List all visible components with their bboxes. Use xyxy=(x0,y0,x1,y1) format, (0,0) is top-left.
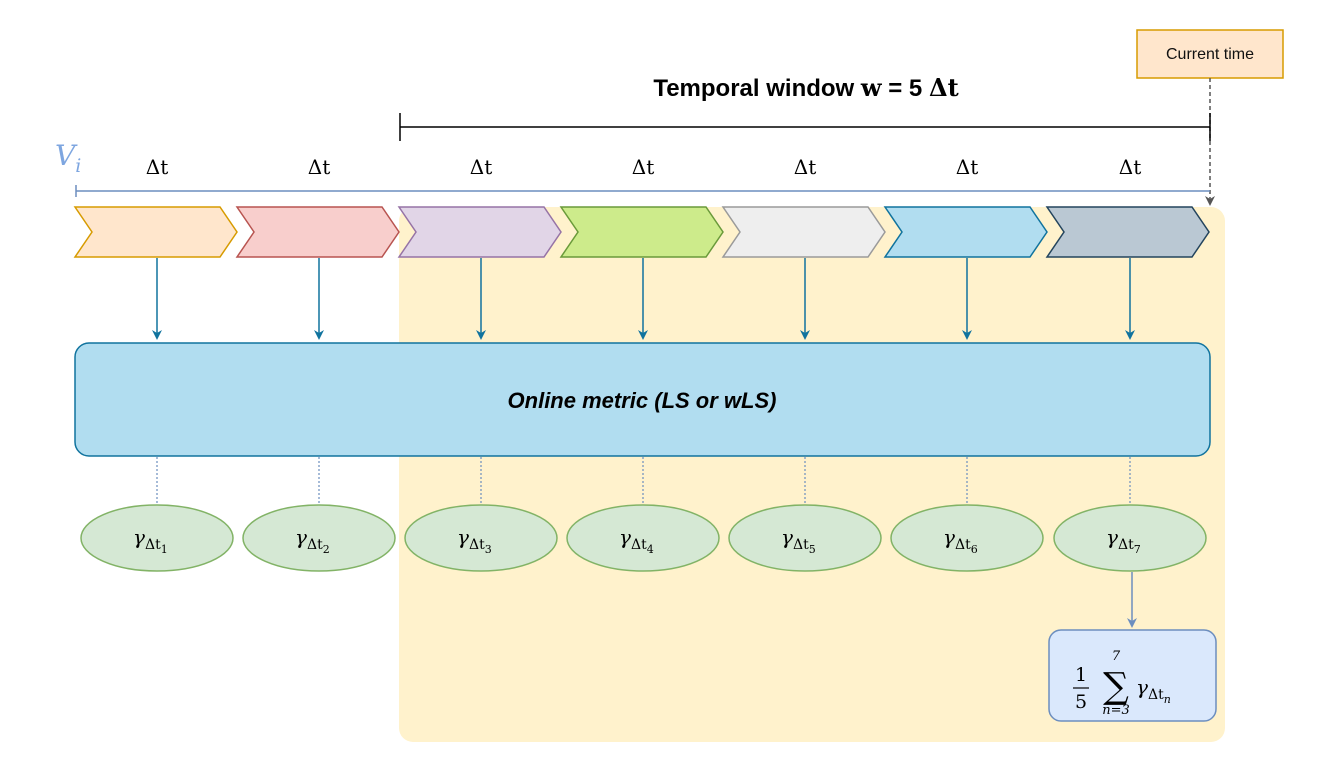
gamma-ellipse xyxy=(242,504,396,572)
time-segment-5 xyxy=(721,206,886,258)
current-time-label: Current time xyxy=(1166,46,1254,63)
segment-arrows xyxy=(152,258,1135,340)
gamma-label: γΔt3 xyxy=(457,525,492,556)
time-segment-6 xyxy=(883,206,1048,258)
step-label: Δt xyxy=(1119,155,1141,179)
gamma-ellipse xyxy=(890,504,1044,572)
formula-lower-limit: n=3 xyxy=(1102,703,1130,718)
gamma-ellipse xyxy=(566,504,720,572)
step-label: Δt xyxy=(956,155,978,179)
gamma-label: γΔt4 xyxy=(619,525,654,556)
step-label: Δt xyxy=(794,155,816,179)
gamma-node-5: γΔt5 xyxy=(728,504,882,572)
gamma-ellipse xyxy=(728,504,882,572)
gamma-values: γΔt1 γΔt2 γΔt3 γΔt4 γΔt5 γΔt6 γΔt7 xyxy=(80,504,1207,572)
online-metric-box: Online metric (LS or wLS) xyxy=(74,342,1211,457)
formula-sigma: ∑ xyxy=(1103,666,1129,707)
formula-term: γΔtn xyxy=(1136,675,1171,706)
timeline-label: Vi xyxy=(55,139,81,177)
time-segment-7 xyxy=(1045,206,1210,258)
gamma-node-1: γΔt1 xyxy=(80,504,234,572)
time-segment-1 xyxy=(73,206,238,258)
timeline-axis xyxy=(75,185,1210,197)
gamma-node-4: γΔt4 xyxy=(566,504,720,572)
step-label: Δt xyxy=(146,155,168,179)
gamma-label: γΔt5 xyxy=(781,525,816,556)
gamma-node-2: γΔt2 xyxy=(242,504,396,572)
temporal-window-bracket xyxy=(399,113,1211,141)
average-formula-box: 1 5 ∑ 7 n=3 γΔtn xyxy=(1048,629,1217,722)
formula-upper-limit: 7 xyxy=(1112,649,1121,664)
time-segment-3 xyxy=(397,206,562,258)
step-label: Δt xyxy=(470,155,492,179)
formula-numerator: 1 xyxy=(1075,664,1087,686)
gamma-node-6: γΔt6 xyxy=(890,504,1044,572)
temporal-window-region xyxy=(399,207,1225,742)
step-labels: Δt Δt Δt Δt Δt Δt Δt xyxy=(146,155,1141,179)
step-label: Δt xyxy=(308,155,330,179)
temporal-window-title: Temporal window w = 5 Δt xyxy=(653,73,958,102)
gamma-label: γΔt7 xyxy=(1106,525,1141,556)
gamma-ellipse xyxy=(80,504,234,572)
gamma-ellipse xyxy=(1053,504,1207,572)
gamma-label: γΔt6 xyxy=(943,525,978,556)
formula-denominator: 5 xyxy=(1075,691,1087,713)
time-segment-2 xyxy=(235,206,400,258)
gamma-label: γΔt1 xyxy=(133,525,168,556)
time-segments xyxy=(73,206,1210,258)
current-time-box: Current time xyxy=(1136,29,1284,79)
time-segment-4 xyxy=(559,206,724,258)
step-label: Δt xyxy=(632,155,654,179)
online-metric-label: Online metric (LS or wLS) xyxy=(508,388,777,413)
gamma-node-3: γΔt3 xyxy=(404,504,558,572)
gamma-label: γΔt2 xyxy=(295,525,330,556)
gamma-ellipse xyxy=(404,504,558,572)
gamma-node-7: γΔt7 xyxy=(1053,504,1207,572)
